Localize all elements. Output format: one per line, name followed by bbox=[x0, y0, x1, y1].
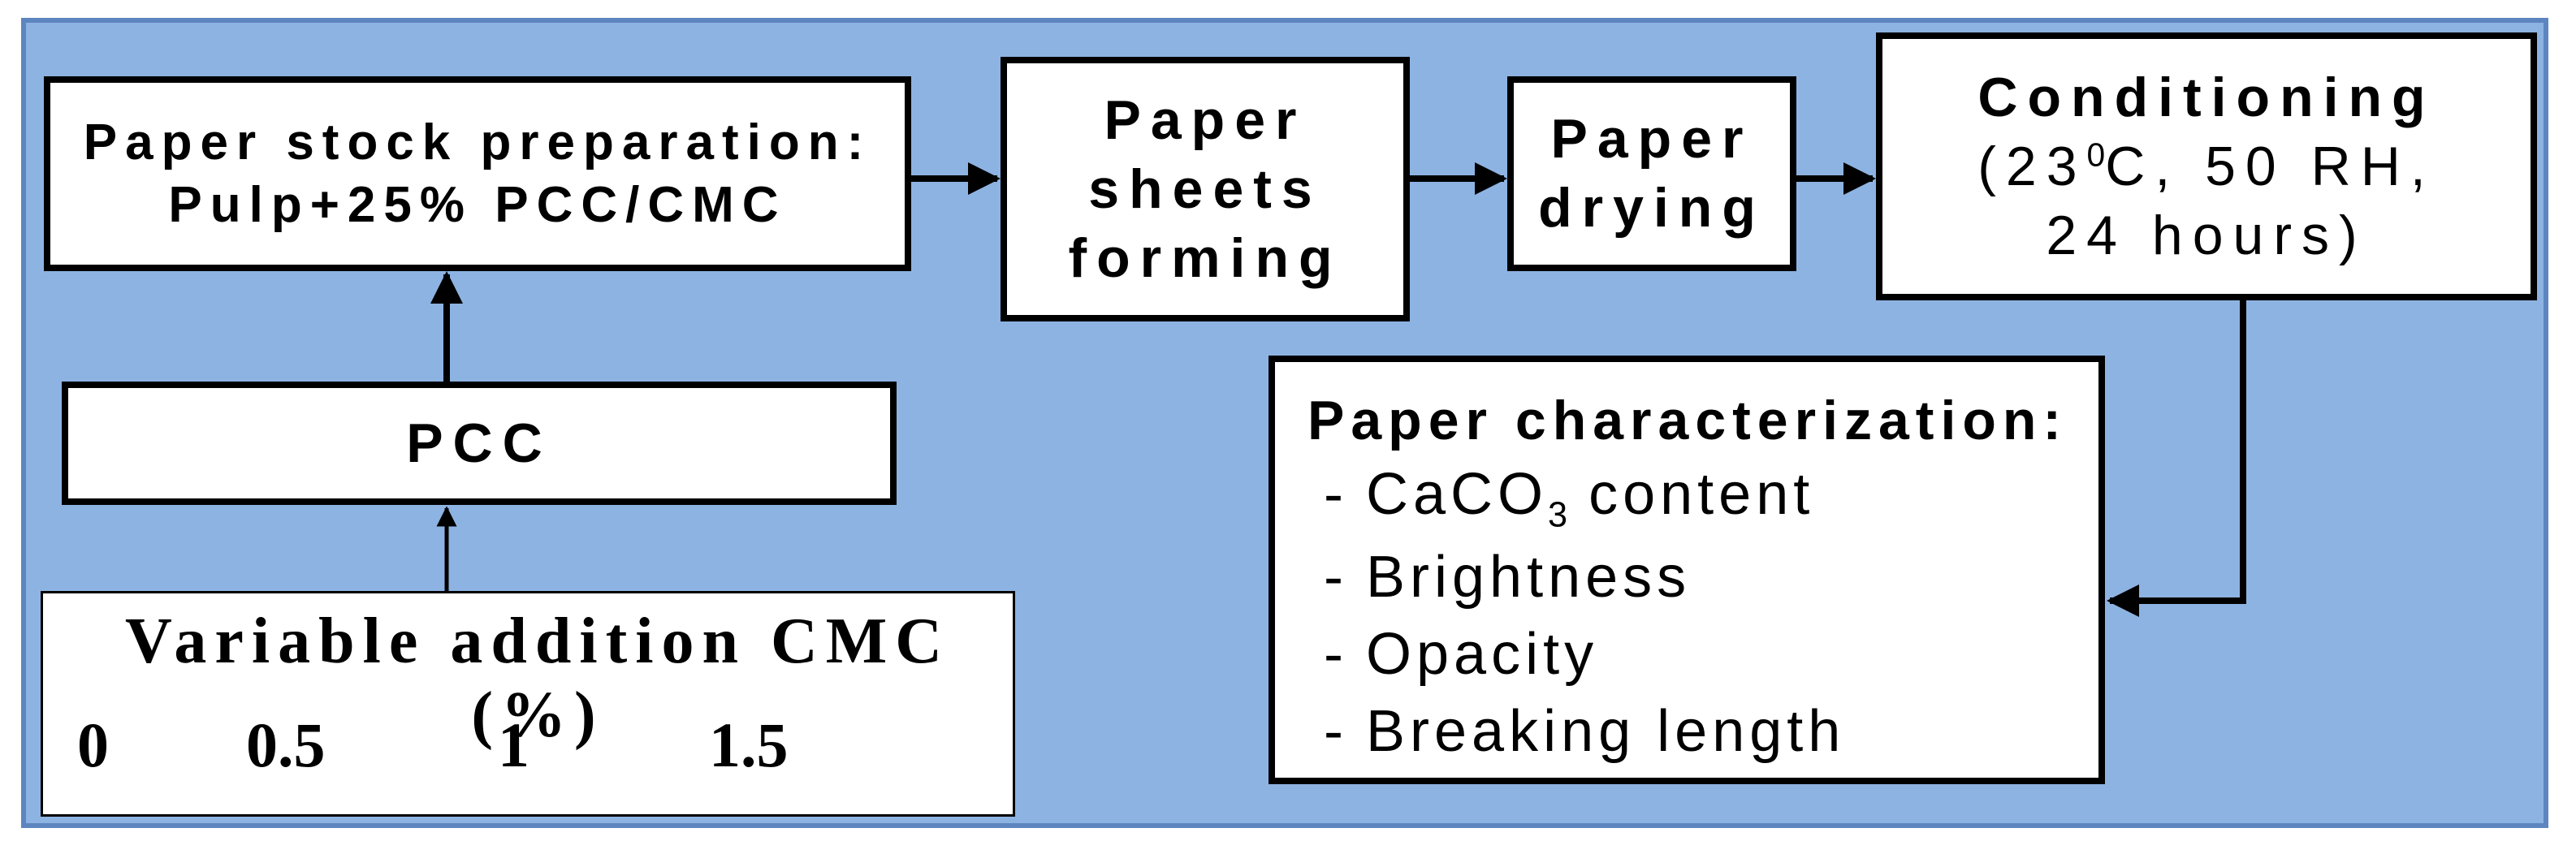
cmc-value: 1.5 bbox=[709, 710, 789, 780]
conditioning-degree-mark: 0 bbox=[2086, 135, 2106, 173]
conditioning-box: Conditioning (230C, 50 RH, 24 hours) bbox=[1876, 32, 2537, 300]
list-dash: - bbox=[1324, 698, 1348, 764]
pcc-label: PCC bbox=[406, 412, 552, 474]
cmc-value: 0.5 bbox=[246, 710, 326, 780]
conditioning-title: Conditioning bbox=[1977, 66, 2436, 128]
caco3-subscript: 3 bbox=[1548, 495, 1568, 535]
characterization-item-opacity: -Opacity bbox=[1307, 616, 1598, 693]
characterization-box: Paper characterization: -CaCO3 content -… bbox=[1269, 356, 2105, 784]
opacity-label: Opacity bbox=[1365, 621, 1599, 687]
paper-drying-line1: Paper bbox=[1550, 108, 1753, 170]
stock-preparation-title: Paper stock preparation: bbox=[83, 114, 872, 170]
characterization-item-brightness: -Brightness bbox=[1307, 539, 1691, 616]
sheet-forming-line3: forming bbox=[1068, 226, 1342, 289]
conditioning-temp-value: (23 bbox=[1977, 135, 2087, 197]
conditioning-temperature: (230C, 50 RH, bbox=[1977, 132, 2436, 201]
stock-preparation-box: Paper stock preparation: Pulp+25% PCC/CM… bbox=[44, 76, 911, 271]
characterization-item-breaking-length: -Breaking length bbox=[1307, 693, 1845, 770]
conditioning-humidity: C, 50 RH, bbox=[2105, 135, 2436, 197]
characterization-title: Paper characterization: bbox=[1307, 390, 2068, 451]
pcc-box: PCC bbox=[62, 382, 897, 505]
conditioning-duration: 24 hours) bbox=[2046, 204, 2367, 266]
brightness-label: Brightness bbox=[1365, 544, 1692, 610]
paper-drying-line2: drying bbox=[1538, 177, 1766, 239]
caco3-formula: CaCO bbox=[1365, 462, 1549, 528]
arrow-conditioning-to-characterization bbox=[2107, 300, 2246, 617]
sheet-forming-box: Paper sheets forming bbox=[1001, 57, 1410, 321]
stock-preparation-detail: Pulp+25% PCC/CMC bbox=[168, 177, 787, 233]
cmc-value: 1 bbox=[498, 710, 529, 780]
characterization-item-caco3: -CaCO3 content bbox=[1307, 456, 1814, 538]
sheet-forming-line2: sheets bbox=[1088, 157, 1322, 220]
cmc-addition-title: Variable addition CMC (%) bbox=[124, 606, 950, 751]
cmc-addition-box: Variable addition CMC (%) 0 0.5 1 1.5 bbox=[41, 591, 1015, 817]
paper-drying-box: Paper drying bbox=[1507, 76, 1796, 271]
sheet-forming-line1: Paper bbox=[1104, 88, 1307, 151]
list-dash: - bbox=[1324, 462, 1348, 528]
cmc-value: 0 bbox=[77, 710, 109, 780]
breaking-length-label: Breaking length bbox=[1365, 698, 1846, 764]
list-dash: - bbox=[1324, 621, 1348, 687]
caco3-content-label: content bbox=[1567, 462, 1815, 528]
list-dash: - bbox=[1324, 544, 1348, 610]
